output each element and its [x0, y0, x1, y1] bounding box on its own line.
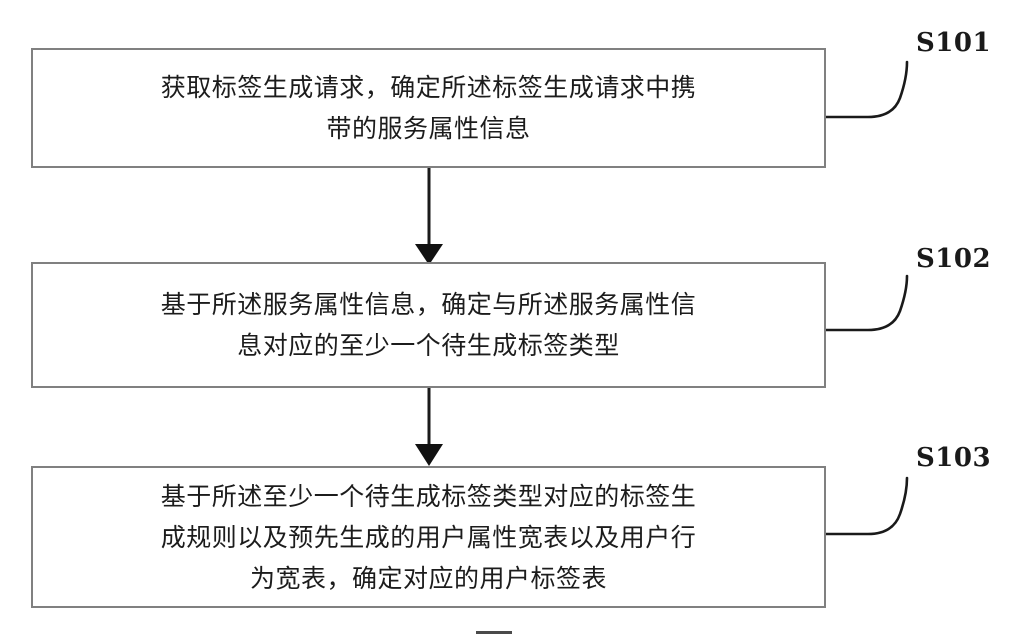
step-reference-label-s103: S103 [916, 443, 992, 473]
flow-step-box-s103: 基于所述至少一个待生成标签类型对应的标签生 成规则以及预先生成的用户属性宽表以及… [31, 466, 826, 608]
flow-step-text-s102: 基于所述服务属性信息，确定与所述服务属性信 息对应的至少一个待生成标签类型 [160, 290, 697, 360]
step-reference-label-s101: S101 [916, 28, 992, 58]
cropped-caption-remnant [476, 631, 512, 634]
flow-step-text-s103: 基于所述至少一个待生成标签类型对应的标签生 成规则以及预先生成的用户属性宽表以及… [160, 481, 697, 593]
connector-s101-s102 [415, 168, 443, 265]
leader-line-s102 [824, 274, 909, 332]
flow-step-box-s101: 获取标签生成请求，确定所述标签生成请求中携 带的服务属性信息 [31, 48, 826, 168]
step-reference-label-s102: S102 [916, 244, 992, 274]
flow-step-text-s101: 获取标签生成请求，确定所述标签生成请求中携 带的服务属性信息 [160, 73, 697, 143]
leader-line-s103 [824, 476, 909, 536]
connector-s102-s103 [415, 388, 443, 466]
flow-step-box-s102: 基于所述服务属性信息，确定与所述服务属性信 息对应的至少一个待生成标签类型 [31, 262, 826, 388]
leader-line-s101 [824, 60, 909, 119]
